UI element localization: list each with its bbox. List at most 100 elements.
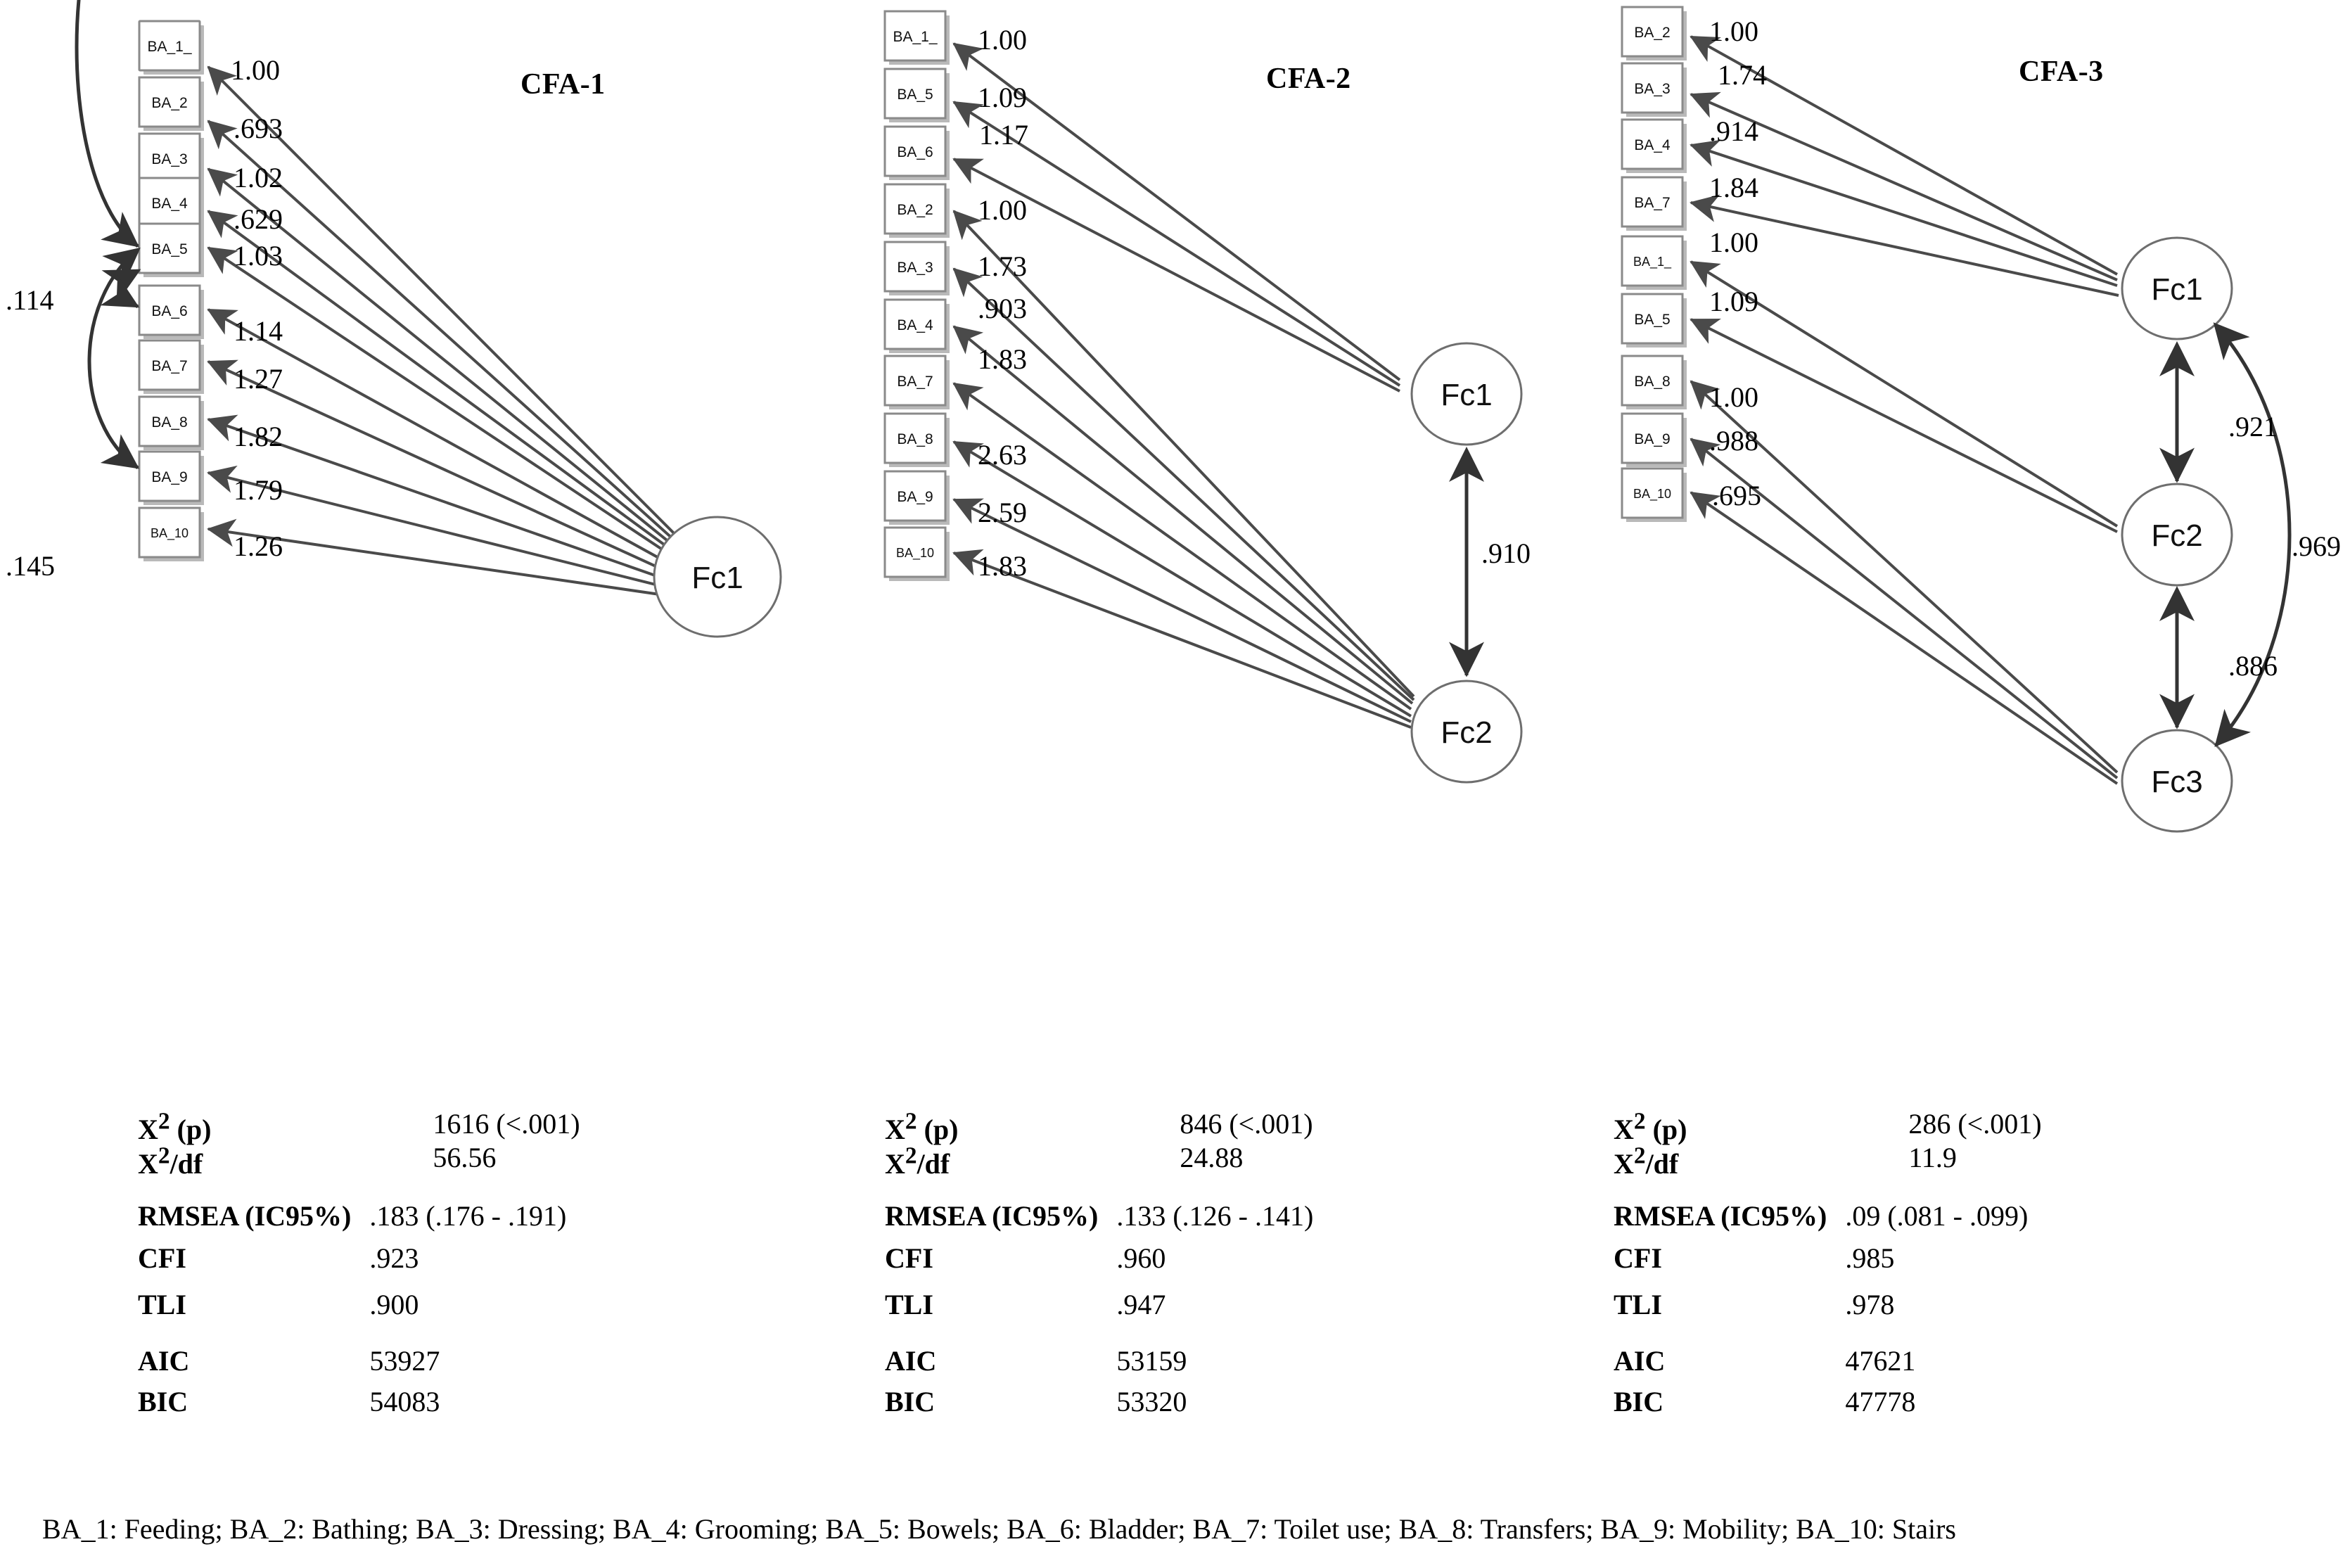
stat-row: CFI.960 <box>885 1230 1313 1273</box>
figure-legend: BA_1: Feeding; BA_2: Bathing; BA_3: Dres… <box>42 1513 1956 1545</box>
stat-row: TLI .900 <box>138 1273 580 1319</box>
indicator-label: BA_7 <box>1634 195 1670 211</box>
stat-value: .923 <box>369 1242 419 1274</box>
indicator-label: BA_8 <box>1634 374 1670 390</box>
indicator-label: BA_5 <box>1634 312 1670 328</box>
indicator-box <box>883 298 947 350</box>
stat-row: X2 (p)846 (<.001) <box>885 1108 1313 1146</box>
loading-path <box>207 359 704 589</box>
stat-label: RMSEA (IC95%) <box>138 1199 352 1232</box>
indicator-label: BA_1_ <box>1633 255 1672 269</box>
stat-value: .978 <box>1845 1288 1895 1320</box>
factor-label: Fc3 <box>2151 765 2202 799</box>
stat-value: .183 (.176 - .191) <box>369 1199 567 1232</box>
loading-value: 1.26 <box>234 530 283 562</box>
loading-path <box>1690 438 2119 779</box>
indicator-box <box>1621 176 1684 228</box>
indicator-label: BA_2 <box>151 95 187 111</box>
stat-row: TLI.978 <box>1614 1273 2042 1319</box>
indicator-label: BA_10 <box>896 546 934 561</box>
indicator-label: BA_1_ <box>147 39 191 55</box>
indicator-box <box>1621 293 1684 345</box>
factor-label: Fc2 <box>1441 715 1492 750</box>
stat-label: AIC <box>885 1344 937 1377</box>
cfa2-factors: Fc1 Fc2 <box>1410 342 1523 784</box>
stat-row: BIC 53320 <box>885 1375 1313 1416</box>
indicator-label: BA_8 <box>897 431 933 447</box>
stat-row: CFI.985 <box>1614 1230 2042 1273</box>
factor-label: Fc1 <box>2151 272 2202 307</box>
indicator-box <box>883 68 947 120</box>
cfa1-boxes: BA_1_ BA_2 BA_3 BA_4 BA_5 BA_6 BA_7 BA_8… <box>138 20 204 561</box>
indicator-label: BA_9 <box>1634 431 1670 447</box>
covariance-value: .114 <box>6 284 54 316</box>
indicator-label: BA_7 <box>151 358 187 374</box>
covariance-value: .886 <box>2228 650 2278 682</box>
stat-row: X2 (p)286 (<.001) <box>1614 1108 2042 1146</box>
factor-label: Fc2 <box>2151 518 2202 553</box>
indicator-label: BA_8 <box>151 414 187 431</box>
indicator-label: BA_10 <box>1633 487 1671 502</box>
indicator-label: BA_7 <box>897 374 933 390</box>
loading-value: 1.00 <box>1709 227 1758 258</box>
loading-value: 1.82 <box>234 421 283 452</box>
loading-path <box>952 210 1415 698</box>
indicator-box <box>138 222 201 274</box>
loading-value: 1.74 <box>1718 59 1767 91</box>
loading-path <box>1690 380 2119 774</box>
loading-value: 1.84 <box>1709 172 1758 203</box>
stat-value: 286 (<.001) <box>1908 1108 2042 1140</box>
indicator-label: BA_9 <box>897 489 933 505</box>
stat-value: 53320 <box>1116 1385 1187 1417</box>
stat-label: CFI <box>885 1242 933 1274</box>
stat-value: .09 (.081 - .099) <box>1845 1199 2029 1232</box>
stat-value: 47778 <box>1845 1385 1916 1417</box>
stat-row: RMSEA (IC95%) .183 (.176 - .191) <box>138 1202 580 1230</box>
loading-path <box>207 308 704 584</box>
loading-value: 2.63 <box>978 439 1027 471</box>
loading-path <box>1690 491 2119 785</box>
cfa3-boxes: BA_2 BA_3 BA_4 BA_7 BA_1_ BA_5 BA_8 BA_9… <box>1621 6 1687 522</box>
loading-value: .693 <box>234 113 283 144</box>
loading-value: .695 <box>1712 480 1761 511</box>
indicator-label: BA_6 <box>897 144 933 160</box>
loading-path <box>207 414 704 594</box>
loading-value: 1.17 <box>979 119 1028 151</box>
stat-row: RMSEA (IC95%).133 (.126 - .141) <box>885 1202 1313 1230</box>
loading-value: 1.03 <box>234 240 283 272</box>
loading-value: 1.00 <box>978 24 1027 56</box>
indicator-box <box>883 355 947 407</box>
stat-value: .133 (.126 - .141) <box>1116 1199 1314 1232</box>
loading-path <box>207 120 705 568</box>
indicator-label: BA_4 <box>897 317 933 333</box>
loading-value: 1.00 <box>1709 15 1758 47</box>
loading-path <box>952 498 1412 723</box>
loading-value: 1.73 <box>978 250 1027 282</box>
cfa1-error-covariances <box>75 0 141 470</box>
stat-label: BIC <box>1614 1385 1664 1417</box>
covariance-value: .969 <box>2292 530 2341 562</box>
indicator-box <box>883 125 947 177</box>
stat-value: .900 <box>369 1288 419 1320</box>
stat-value: 24.88 <box>1180 1142 1244 1174</box>
indicator-label: BA_9 <box>151 469 187 485</box>
indicator-box <box>1621 412 1684 464</box>
stat-label: TLI <box>138 1288 186 1320</box>
stat-value: 54083 <box>369 1385 440 1417</box>
panel-title-cfa3: CFA-3 <box>2019 56 2104 88</box>
indicator-box <box>1621 118 1684 170</box>
stat-label: BIC <box>885 1385 935 1417</box>
stat-label: BIC <box>138 1385 189 1417</box>
indicator-label: BA_3 <box>1634 81 1670 97</box>
factor-ellipse <box>1410 680 1523 784</box>
indicator-box <box>1621 235 1684 287</box>
loading-value: 1.83 <box>978 550 1027 582</box>
cfa2-loading-paths <box>952 42 1415 729</box>
stat-label: TLI <box>885 1288 933 1320</box>
stat-value: 11.9 <box>1908 1142 1957 1174</box>
stat-row: CFI.923 <box>138 1230 580 1273</box>
